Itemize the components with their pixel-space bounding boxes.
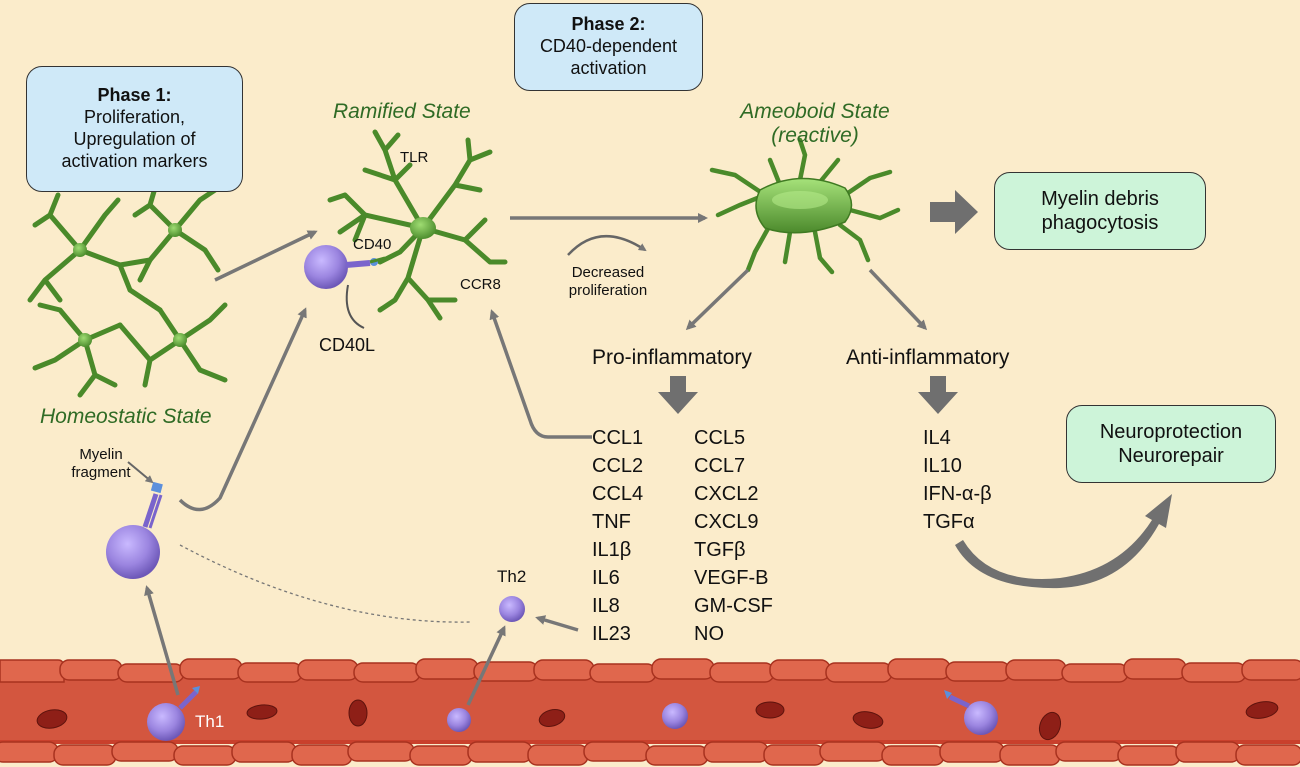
cytokine-item: CCL2: [592, 455, 644, 477]
decreased-proliferation-arrow: [567, 235, 647, 256]
tcell-vessel-right: [944, 690, 998, 735]
decreased-line1: Decreased: [571, 264, 645, 281]
cd40-tcell: [304, 245, 386, 289]
decreased-proliferation-label: Decreased proliferation: [560, 264, 656, 300]
ameboid-state-line2: (reactive): [771, 124, 859, 147]
homeostatic-state-label: Homeostatic State: [40, 405, 212, 428]
cytokine-item: CCL4: [592, 483, 644, 505]
ramified-state-label: Ramified State: [333, 100, 471, 123]
phase2-line2: activation: [570, 57, 647, 78]
cytokine-item: IL23: [592, 623, 631, 645]
phase1-title: Phase 1:: [97, 85, 172, 106]
cytokine-item: TNF: [592, 511, 631, 533]
th1-cell-myelin: [106, 481, 163, 579]
ccr8-label: CCR8: [460, 276, 501, 293]
pro-inflammatory-heading: Pro-inflammatory: [592, 346, 752, 369]
ramified-microglia: [327, 129, 508, 321]
cytokine-item: GM-CSF: [694, 595, 773, 617]
myelin-debris-box: Myelin debris phagocytosis: [994, 172, 1206, 250]
myelin-line2: fragment: [71, 464, 131, 481]
cytokine-item: IL6: [592, 567, 620, 589]
dashed-connection: [179, 544, 471, 623]
cytokine-item: CXCL2: [694, 483, 759, 505]
anti-inflammatory-heading: Anti-inflammatory: [846, 346, 1010, 369]
homeostatic-microglia: [27, 185, 228, 398]
phase2-box: Phase 2: CD40-dependent activation: [514, 3, 703, 91]
myelin-fragment-label: Myelin fragment: [66, 446, 136, 482]
cytokine-item: CCL7: [694, 455, 746, 477]
myelin-line1: Myelin: [79, 446, 123, 463]
cytokine-item: CCL1: [592, 427, 644, 449]
neuroprotection-box: Neuroprotection Neurorepair: [1066, 405, 1276, 483]
cytokine-item: VEGF-B: [694, 567, 769, 589]
ameboid-state-label: Ameoboid State (reactive): [730, 100, 900, 148]
myelin-pointer: [127, 461, 154, 484]
cytokine-item: CXCL9: [694, 511, 759, 533]
cytokine-item: IL10: [923, 455, 962, 477]
phase1-line2: Upregulation of: [73, 129, 196, 149]
tcell-in-vessel: [662, 703, 688, 729]
cytokine-item: TGFα: [923, 511, 975, 533]
cytokine-item: IL8: [592, 595, 620, 617]
cd40l-pointer: [345, 284, 365, 329]
cytokine-item: IFN-α-β: [923, 483, 992, 505]
cytokine-item: NO: [694, 623, 724, 645]
anti-inflammatory-col1: IL4 IL10 IFN-α-β TGFα: [923, 424, 992, 536]
th1-label: Th1: [195, 712, 225, 731]
decreased-line2: proliferation: [568, 282, 648, 299]
neuro-curved-arrow: [955, 494, 1172, 589]
pro-inflammatory-col1: CCL1 CCL2 CCL4 TNF IL1β IL6 IL8 IL23: [592, 424, 643, 648]
cd40l-label: CD40L: [319, 335, 376, 355]
phase1-line1: Proliferation,: [83, 107, 186, 128]
cytokine-item: IL1β: [592, 539, 632, 561]
cd40-label: CD40: [353, 236, 392, 253]
neuro-line1: Neuroprotection: [1099, 420, 1243, 443]
phase1-box: Phase 1: Proliferation, Upregulation of …: [26, 66, 243, 192]
neuro-line2: Neurorepair: [1118, 445, 1224, 467]
th2-cell: [499, 596, 525, 622]
myelin-debris-line1: Myelin debris: [1041, 187, 1159, 210]
tlr-label: TLR: [400, 149, 429, 166]
pro-inflammatory-col2: CCL5 CCL7 CXCL2 CXCL9 TGFβ VEGF-B GM-CSF…: [694, 424, 773, 648]
phase2-title: Phase 2:: [571, 14, 646, 35]
th1-cell-vessel: [147, 686, 200, 741]
phase1-line3: activation markers: [61, 150, 208, 171]
blood-vessel: [0, 658, 1300, 766]
myelin-debris-line2: phagocytosis: [1041, 212, 1159, 234]
cytokine-item: CCL5: [694, 427, 746, 449]
phase2-line1: CD40-dependent: [539, 36, 678, 57]
block-arrows: [658, 190, 978, 414]
cytokine-item: TGFβ: [694, 539, 746, 561]
ameboid-microglia: [709, 137, 901, 275]
cytokine-item: IL4: [923, 427, 951, 449]
arrows: [144, 213, 928, 706]
th2-label: Th2: [497, 567, 527, 586]
tcell-in-vessel: [447, 708, 471, 732]
ameboid-state-line1: Ameoboid State: [740, 100, 890, 123]
